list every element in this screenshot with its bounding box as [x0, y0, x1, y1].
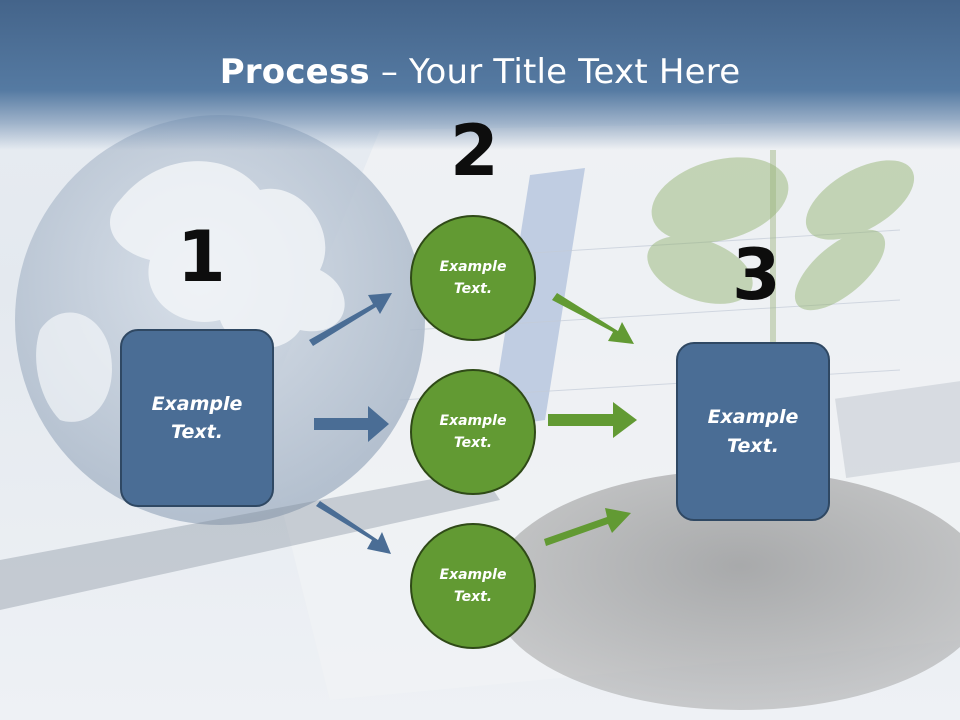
page-title: Process – Your Title Text Here: [0, 52, 960, 92]
header-band: [0, 0, 960, 150]
arrow-top-to-end: [552, 293, 634, 344]
arrow-bottom-to-end: [544, 508, 631, 546]
arrow-start-to-top: [309, 293, 392, 346]
step-number-2: 2: [450, 110, 499, 192]
arrow-start-to-middle: [314, 406, 389, 442]
arrow-middle-to-end: [548, 402, 637, 438]
title-rest: – Your Title Text Here: [369, 52, 741, 92]
title-bold: Process: [219, 52, 370, 92]
arrow-start-to-bottom: [316, 501, 391, 554]
step-number-1: 1: [177, 216, 226, 298]
step-number-3: 3: [732, 234, 781, 316]
